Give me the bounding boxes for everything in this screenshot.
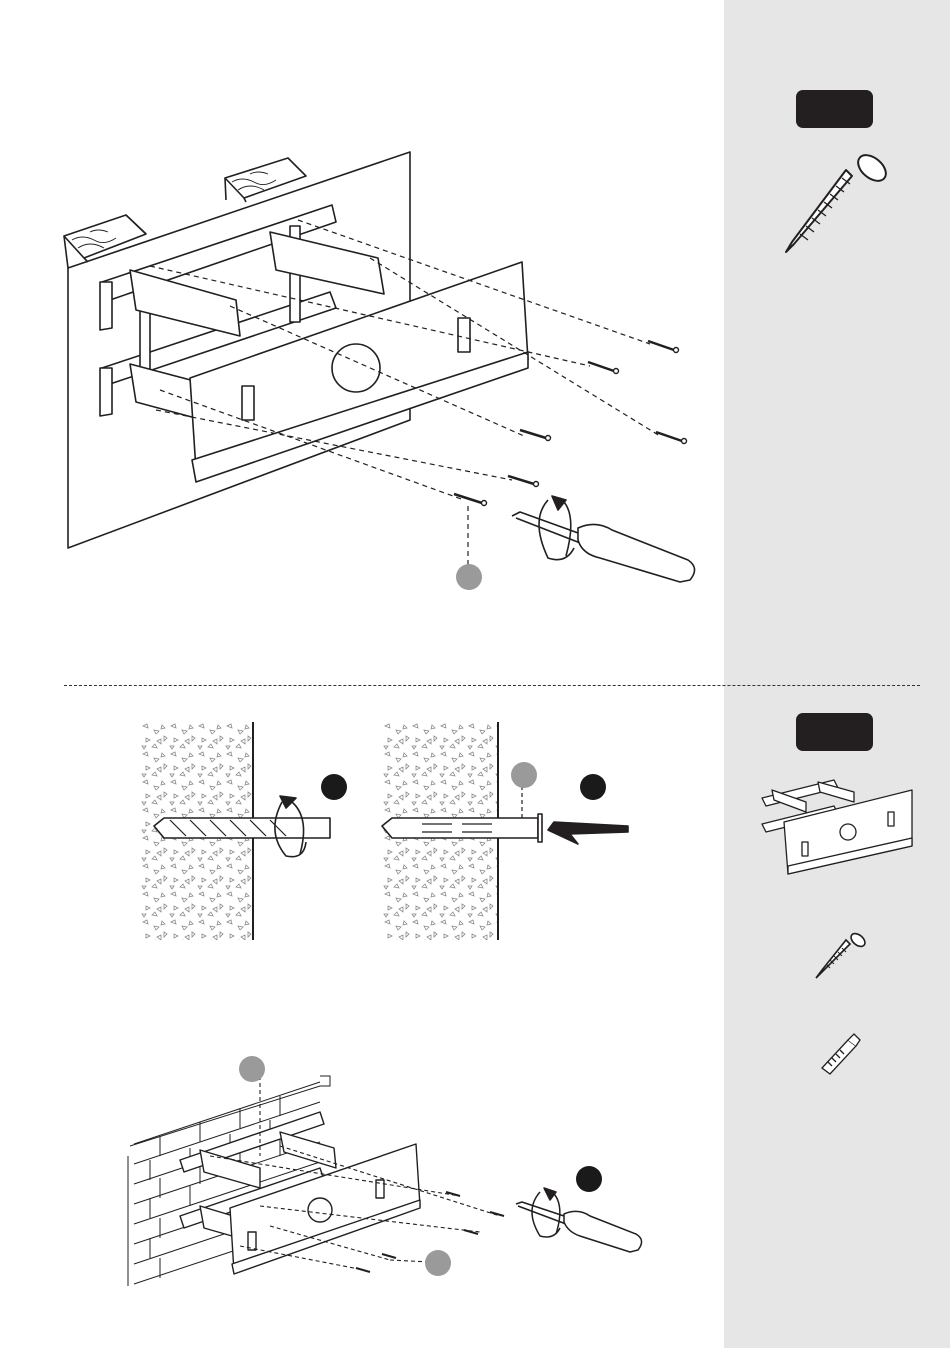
step-marker-drill (321, 774, 347, 800)
screwdriver-icon (512, 496, 695, 582)
callout-marker-anchor (511, 762, 537, 788)
callout-marker-wall-top (239, 1056, 265, 1082)
section-divider (64, 685, 920, 686)
anchor-step-illustration (382, 722, 642, 942)
screwdriver-icon-bottom (516, 1188, 642, 1252)
callout-marker-wall-bottom (425, 1250, 451, 1276)
step-marker-anchor (580, 774, 606, 800)
wood-screw-icon (776, 148, 896, 258)
parts-badge-bottom (796, 713, 873, 751)
step-marker-screw (576, 1166, 602, 1192)
wall-bracket-icon (758, 776, 918, 876)
wall-anchor-icon (814, 1032, 864, 1076)
concrete-screw-icon (812, 930, 872, 982)
callout-marker-top (456, 564, 482, 590)
